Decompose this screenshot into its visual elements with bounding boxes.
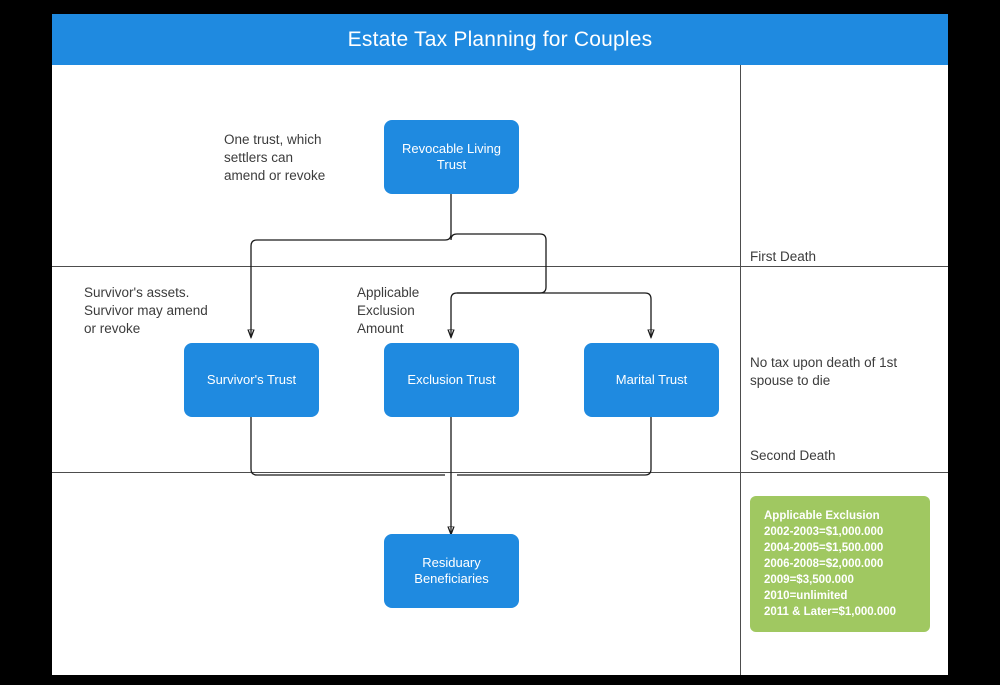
phase-label-no-tax: No tax upon death of 1st spouse to die <box>750 355 898 388</box>
legend-title: Applicable Exclusion <box>764 510 880 522</box>
column-divider <box>740 65 741 675</box>
note-revocable-trust: One trust, which settlers can amend or r… <box>224 132 326 183</box>
node-revocable-living-trust[interactable]: Revocable Living Trust <box>384 120 519 194</box>
legend-row: 2011 & Later=$1,000.000 <box>764 606 897 618</box>
wire-marital-to-merge <box>457 411 652 476</box>
note-survivors-trust: Survivor's assets. Survivor may amend or… <box>84 285 208 336</box>
node-survivors-trust[interactable]: Survivor's Trust <box>184 343 319 417</box>
phase-label-first-death: First Death <box>750 249 817 264</box>
node-exclusion-trust[interactable]: Exclusion Trust <box>384 343 519 417</box>
diagram-canvas: Estate Tax Planning for Couples One trus… <box>52 14 948 675</box>
second-death-separator <box>52 472 948 473</box>
wire-split-to-marital <box>546 292 651 337</box>
phase-label-second-death: Second Death <box>750 448 836 463</box>
diagram-header: Estate Tax Planning for Couples <box>52 14 948 65</box>
node-residuary-beneficiaries[interactable]: Residuary Beneficiaries <box>384 534 519 608</box>
applicable-exclusion-legend: Applicable Exclusion 2002-2003=$1,000.00… <box>750 496 930 632</box>
wire-survivors-to-merge <box>250 411 445 476</box>
note-applicable-exclusion-amount: Applicable Exclusion Amount <box>357 285 420 336</box>
legend-row: 2006-2008=$2,000.000 <box>764 558 884 570</box>
legend-row: 2010=unlimited <box>764 590 848 602</box>
first-death-separator <box>52 266 948 267</box>
legend-row: 2009=$3,500.000 <box>764 574 854 586</box>
legend-row: 2004-2005=$1,500.000 <box>764 542 884 554</box>
node-marital-trust[interactable]: Marital Trust <box>584 343 719 417</box>
legend-row: 2002-2003=$1,000.000 <box>764 526 884 538</box>
page-title: Estate Tax Planning for Couples <box>347 27 653 51</box>
